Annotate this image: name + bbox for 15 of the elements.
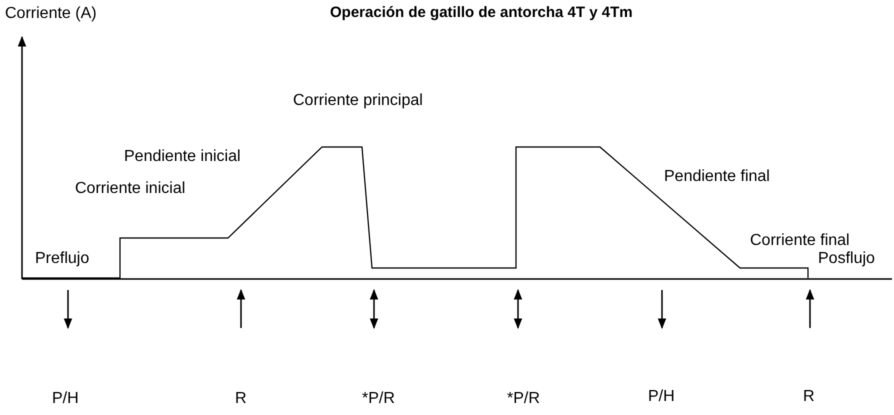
curve-label: Preflujo [35, 250, 90, 268]
curve-label: Corriente principal [293, 92, 423, 110]
trigger-label: P/H [648, 388, 675, 406]
axis-label: Corriente (A) [5, 5, 97, 23]
trigger-label: P/H [52, 390, 79, 408]
curve-label: Corriente final [750, 232, 850, 250]
chart-title: Operación de gatillo de antorcha 4T y 4Tm [330, 4, 633, 21]
curve-label: Corriente inicial [75, 180, 186, 198]
curve-label: Pendiente inicial [124, 148, 241, 166]
curve-label: Posflujo [818, 250, 875, 268]
curve-label: Pendiente final [664, 168, 770, 186]
trigger-label: *P/R [507, 390, 540, 408]
trigger-label: R [235, 390, 247, 408]
trigger-label: *P/R [362, 390, 395, 408]
trigger-label: R [803, 388, 815, 406]
